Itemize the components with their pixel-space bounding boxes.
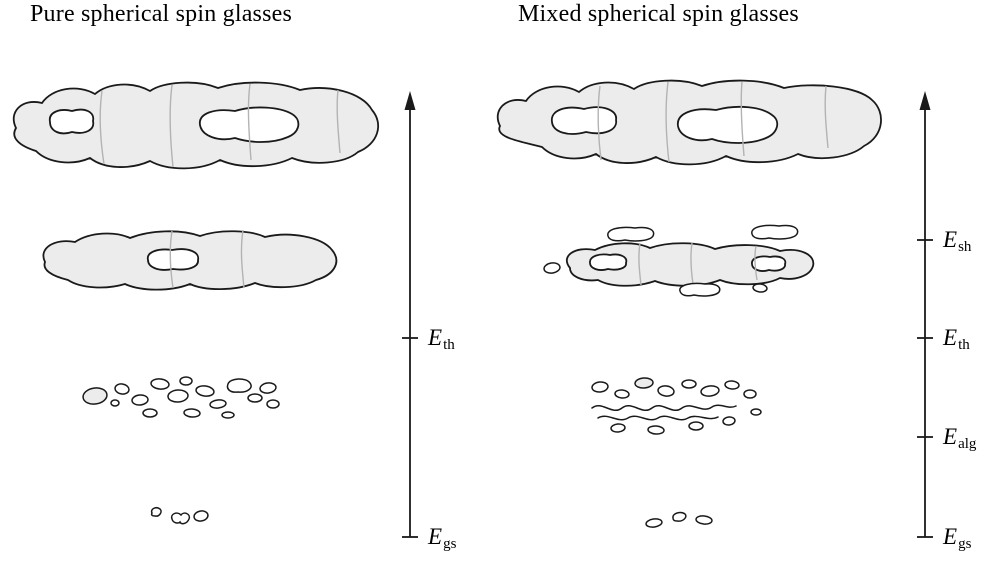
divider-line xyxy=(597,85,602,161)
divider-line xyxy=(247,83,252,161)
small-blob xyxy=(614,389,630,399)
divider-line xyxy=(99,90,105,165)
small-blob xyxy=(657,385,675,397)
wavy-thread xyxy=(591,404,737,411)
pure-scattered-level-set xyxy=(82,376,280,419)
small-blob xyxy=(195,385,215,397)
mixed-top-blob xyxy=(496,79,882,166)
left-axis-label-egs: Egs xyxy=(428,525,456,552)
divider-line xyxy=(336,89,341,154)
pure-middle-blob xyxy=(42,230,338,291)
small-blob xyxy=(183,408,201,418)
small-blob xyxy=(259,382,277,394)
small-blob xyxy=(722,416,736,426)
energy-subscript: alg xyxy=(958,436,977,452)
divider-line xyxy=(740,81,745,157)
divider-line xyxy=(169,230,174,289)
energy-subscript: th xyxy=(958,337,970,353)
energy-subscript: th xyxy=(443,337,455,353)
small-blob xyxy=(131,394,149,406)
divider-line xyxy=(824,85,829,149)
right-panel-title: Mixed spherical spin glasses xyxy=(518,1,799,27)
energy-symbol: E xyxy=(428,524,443,549)
mixed-algorithmic-level-set xyxy=(591,377,762,435)
energy-subscript: gs xyxy=(958,536,972,552)
divider-line xyxy=(690,242,694,285)
energy-symbol: E xyxy=(943,325,958,350)
small-blob xyxy=(167,389,189,403)
divider-line xyxy=(754,245,758,281)
fragment-blob xyxy=(751,224,799,240)
small-blob xyxy=(110,399,120,407)
small-blob xyxy=(226,378,252,393)
small-blob xyxy=(634,377,654,389)
small-blob xyxy=(142,408,158,418)
tiny-blob xyxy=(170,512,191,525)
energy-symbol: E xyxy=(943,227,958,252)
small-blob xyxy=(247,393,263,403)
small-blob xyxy=(266,399,280,409)
left-energy-axis xyxy=(402,91,418,538)
pure-middle-level-set xyxy=(42,229,338,291)
small-blob xyxy=(688,421,704,431)
small-blob xyxy=(179,376,193,386)
pure-ground-state-level-set xyxy=(150,507,209,525)
fragment-blob xyxy=(679,282,721,297)
small-blob xyxy=(150,378,170,390)
mixed-middle-divider-lines xyxy=(638,242,758,286)
mixed-top-level-set xyxy=(496,79,882,166)
right-axis-label-esh: Esh xyxy=(943,228,971,255)
small-blob xyxy=(724,380,740,390)
wavy-thread xyxy=(597,415,719,421)
small-blob xyxy=(610,423,626,433)
tiny-blob xyxy=(193,510,209,522)
pure-top-divider-lines xyxy=(99,83,341,168)
mixed-middle-blob xyxy=(565,242,815,287)
energy-symbol: E xyxy=(428,325,443,350)
wavy-threads xyxy=(591,404,737,421)
right-axis-label-egs: Egs xyxy=(943,525,971,552)
mixed-top-divider-lines xyxy=(597,81,829,163)
tiny-blob xyxy=(672,511,687,522)
small-blob xyxy=(700,385,720,397)
left-panel-title: Pure spherical spin glasses xyxy=(30,1,293,27)
axis-arrowhead xyxy=(404,91,416,110)
right-axis-label-ealg: Ealg xyxy=(943,425,976,452)
small-blob xyxy=(114,383,130,395)
pure-top-level-set xyxy=(12,81,380,170)
small-blob xyxy=(209,399,227,409)
small-blob xyxy=(681,379,697,389)
tiny-blob xyxy=(150,507,162,517)
pure-top-blob xyxy=(12,81,380,170)
fragment-blob xyxy=(543,262,561,274)
fragment-blob xyxy=(607,226,655,242)
divider-line xyxy=(638,242,642,286)
small-blob xyxy=(743,389,757,399)
divider-line xyxy=(169,84,174,168)
right-energy-axis xyxy=(917,91,933,538)
mixed-shattered-level-set xyxy=(543,224,815,297)
small-blob xyxy=(591,381,609,393)
mixed-ground-state-level-set xyxy=(645,511,713,528)
small-blob xyxy=(221,411,235,419)
left-axis-label-eth: Eth xyxy=(428,326,455,353)
energy-subscript: sh xyxy=(958,239,972,255)
right-axis-label-eth: Eth xyxy=(943,326,970,353)
small-blob xyxy=(647,425,665,435)
pure-middle-divider-lines xyxy=(169,229,245,289)
mixed-shattered-fragments xyxy=(543,224,799,297)
energy-symbol: E xyxy=(943,524,958,549)
tiny-blob xyxy=(695,515,713,525)
divider-line xyxy=(240,229,245,289)
axis-arrowhead xyxy=(919,91,931,110)
fragment-blob xyxy=(752,283,768,293)
energy-subscript: gs xyxy=(443,536,457,552)
energy-symbol: E xyxy=(943,424,958,449)
tiny-blob xyxy=(645,518,663,528)
small-blob xyxy=(750,408,762,416)
divider-line xyxy=(665,81,670,163)
small-blob xyxy=(82,387,108,405)
